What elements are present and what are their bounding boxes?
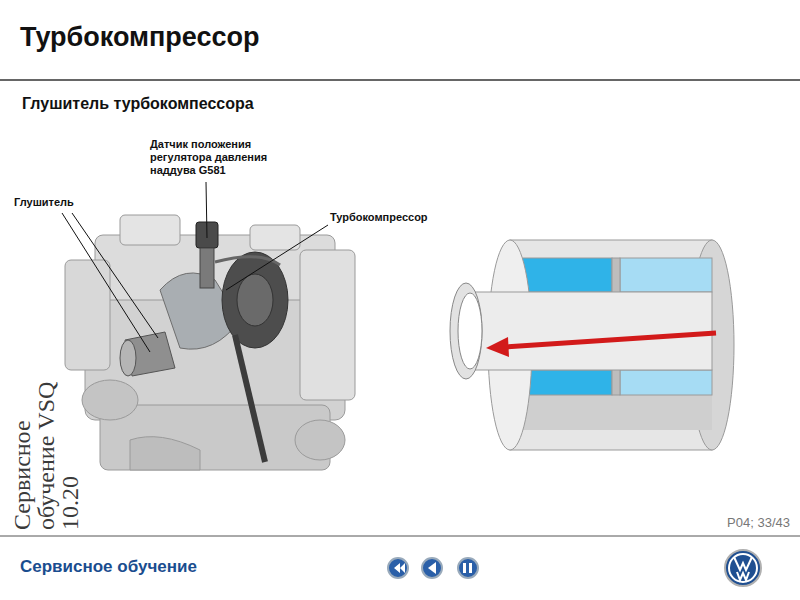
slide-subtitle: Глушитель турбокомпессора xyxy=(22,94,254,113)
part-label: Датчик положения регулятора давления над… xyxy=(150,138,285,177)
header-rule xyxy=(0,79,800,81)
brand-logo xyxy=(725,550,761,586)
muffler-cutaway xyxy=(450,240,734,450)
footer-label: Сервисное обучение xyxy=(20,557,197,577)
nav-buttons xyxy=(388,558,478,578)
flow-arrow xyxy=(486,333,716,357)
page-number: P04; 33/43 xyxy=(690,515,790,531)
slide-title: Турбокомпрессор xyxy=(20,22,260,53)
part-label: Турбокомпрессор xyxy=(330,211,428,224)
leader-lines xyxy=(62,182,328,352)
footer-rule xyxy=(0,536,800,537)
part-label: Глушитель xyxy=(14,196,74,209)
engine-illustration xyxy=(65,215,355,470)
watermark: Сервисное обучение VSQ 10.20 xyxy=(10,355,82,530)
